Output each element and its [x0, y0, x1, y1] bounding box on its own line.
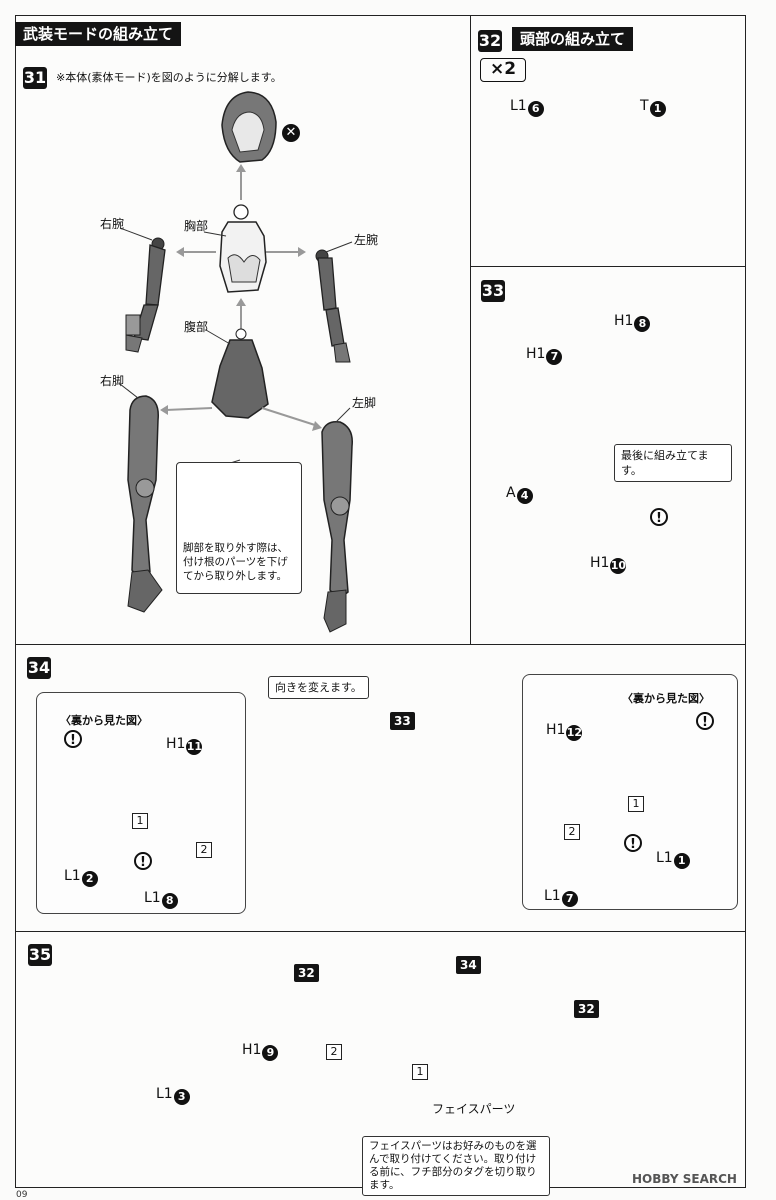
step-31-instruction: ※本体(素体モード)を図のように分解します。 [56, 71, 282, 84]
order-marker-1: 1 [412, 1064, 428, 1080]
part-number-10: 10 [610, 558, 627, 574]
part-label-h1-12: H112 [546, 722, 583, 741]
part-runner-h1: H1 [526, 346, 546, 362]
part-runner-l1: L1 [656, 850, 673, 866]
caution-icon: ! [650, 508, 668, 526]
part-number-8: 8 [634, 316, 651, 332]
order-marker-1-left: 1 [132, 813, 148, 829]
part-runner-a: A [506, 485, 516, 501]
panel-step-32 [470, 15, 746, 267]
face-parts-label: フェイスパーツ [432, 1102, 516, 1116]
part-number-3: 3 [173, 1089, 190, 1105]
order-marker-1-right: 1 [628, 796, 644, 812]
part-number-7: 7 [546, 349, 563, 365]
right-caution-icon-bottom: ! [624, 834, 642, 852]
step-number-33: 33 [481, 280, 505, 302]
section-title-head: 頭部の組み立て [512, 27, 634, 51]
remove-x-icon: ✕ [282, 124, 300, 142]
step-number-34: 34 [27, 657, 51, 679]
order-marker-2: 2 [326, 1044, 342, 1060]
part-label-h1-10: H110 [590, 555, 627, 574]
part-runner-h1: H1 [590, 555, 610, 571]
part-number-4: 4 [516, 488, 533, 504]
part-number-7: 7 [561, 891, 578, 907]
part-runner-l1: L1 [510, 98, 527, 114]
part-number-12: 12 [566, 725, 583, 741]
part-runner-h1: H1 [166, 736, 186, 752]
leg-removal-callout: 脚部を取り外す際は、付け根のパーツを下げてから取り外します。 [176, 462, 302, 594]
left-caution-icon-bottom: ! [134, 852, 152, 870]
right-back-view-note: 〈裏から見た図〉 [622, 692, 710, 705]
part-runner-h1: H1 [546, 722, 566, 738]
step-number-35: 35 [28, 944, 52, 966]
part-runner-t: T [640, 98, 649, 114]
label-chest: 胸部 [184, 219, 209, 233]
part-number-6: 6 [527, 101, 544, 117]
part-runner-h1: H1 [614, 313, 634, 329]
part-runner-h1: H1 [242, 1042, 262, 1058]
part-runner-l1: L1 [544, 888, 561, 904]
part-number-1: 1 [673, 853, 690, 869]
order-marker-2-right: 2 [564, 824, 580, 840]
step-number-31: 31 [23, 67, 47, 89]
face-parts-callout: フェイスパーツはお好みのものを選んで取り付けてください。取り付ける前に、フチ部分… [362, 1136, 550, 1196]
leg-removal-callout-text: 脚部を取り外す際は、付け根のパーツを下げてから取り外します。 [183, 542, 288, 582]
label-left-leg: 左脚 [352, 396, 377, 410]
order-marker-2-left: 2 [196, 842, 212, 858]
ref-step-32-right: 32 [574, 1000, 599, 1018]
ref-step-32-left: 32 [294, 964, 319, 982]
right-caution-icon-top: ! [696, 712, 714, 730]
left-back-view-note: 〈裏から見た図〉 [60, 714, 148, 727]
part-number-8: 8 [161, 893, 178, 909]
part-number-11: 11 [186, 739, 203, 755]
section-title-weapon-mode: 武装モードの組み立て [15, 22, 182, 46]
label-abdomen: 腹部 [184, 320, 209, 334]
part-runner-l1: L1 [64, 868, 81, 884]
left-caution-icon-top: ! [64, 730, 82, 748]
page-number: 09 [16, 1190, 28, 1200]
part-number-2: 2 [81, 871, 98, 887]
turn-direction-callout: 向きを変えます。 [268, 676, 369, 699]
part-runner-l1: L1 [156, 1086, 173, 1102]
label-right-arm: 右腕 [100, 217, 125, 231]
right-detail-subpanel [522, 674, 738, 910]
step-number-32: 32 [478, 30, 502, 52]
part-runner-l1: L1 [144, 890, 161, 906]
part-label-h1-11: H111 [166, 736, 203, 755]
assemble-last-callout: 最後に組み立てます。 [614, 444, 732, 482]
hobby-search-logo: HOBBY SEARCH [632, 1172, 737, 1186]
label-right-leg: 右脚 [100, 374, 125, 388]
label-left-arm: 左腕 [354, 233, 379, 247]
part-number-9: 9 [262, 1045, 279, 1061]
ref-step-33: 33 [390, 712, 415, 730]
ref-step-34: 34 [456, 956, 481, 974]
quantity-badge: ×2 [480, 58, 526, 82]
left-detail-subpanel [36, 692, 246, 914]
part-number-1: 1 [649, 101, 666, 117]
